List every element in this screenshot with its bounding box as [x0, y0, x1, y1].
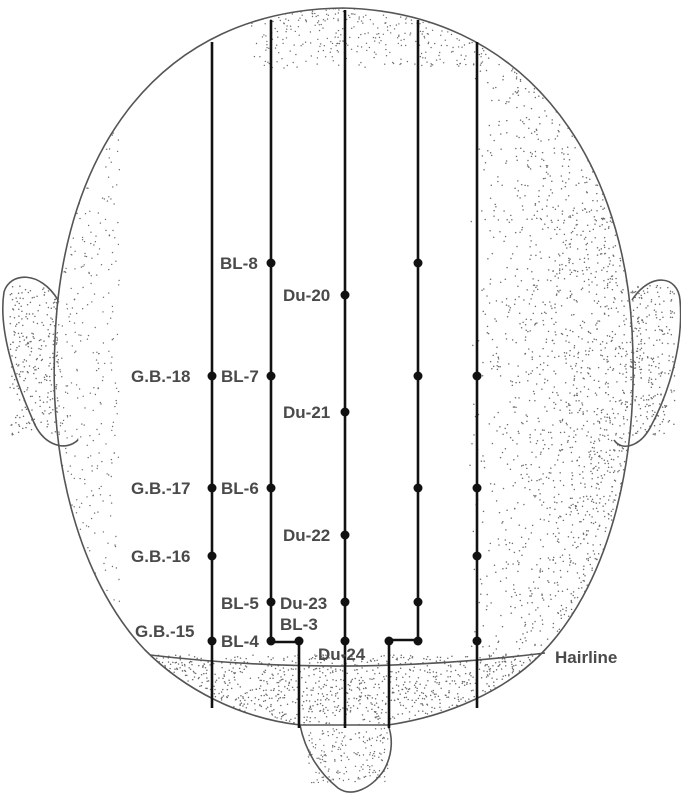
bl-channel-line-right	[389, 20, 418, 728]
point-labels: BL-8 Du-20 G.B.-18 BL-7 Du-21 G.B.-17 BL…	[131, 254, 617, 667]
label-gb-15: G.B.-15	[135, 622, 195, 641]
label-gb-16: G.B.-16	[131, 547, 191, 566]
point-bl-7-right	[414, 372, 423, 381]
label-du-22: Du-22	[283, 526, 330, 545]
label-du-24: Du-24	[318, 645, 366, 664]
point-du-20	[341, 291, 350, 300]
point-bl-3-right	[385, 637, 394, 646]
point-bl-8	[267, 259, 276, 268]
point-bl-5-right	[414, 598, 423, 607]
point-bl-4-right	[414, 637, 423, 646]
label-du-20: Du-20	[283, 286, 330, 305]
point-bl-5	[267, 598, 276, 607]
label-bl-8: BL-8	[220, 254, 258, 273]
point-gb-18-right	[473, 372, 482, 381]
label-bl-5: BL-5	[221, 594, 259, 613]
label-du-23: Du-23	[280, 594, 327, 613]
point-du-22	[341, 531, 350, 540]
point-du-23	[341, 598, 350, 607]
point-bl-6	[267, 484, 276, 493]
label-bl-3: BL-3	[280, 615, 318, 634]
label-bl-4: BL-4	[221, 632, 259, 651]
point-bl-8-right	[414, 259, 423, 268]
point-bl-3	[295, 637, 304, 646]
point-bl-6-right	[414, 484, 423, 493]
label-du-21: Du-21	[283, 403, 330, 422]
point-gb-18	[208, 372, 217, 381]
label-bl-7: BL-7	[221, 367, 259, 386]
point-gb-17	[208, 484, 217, 493]
label-gb-18: G.B.-18	[131, 367, 191, 386]
point-gb-15-right	[473, 637, 482, 646]
point-du-21	[341, 408, 350, 417]
left-ear	[3, 277, 78, 446]
point-bl-4	[267, 637, 276, 646]
label-hairline: Hairline	[555, 648, 617, 667]
point-gb-15	[208, 637, 217, 646]
label-bl-6: BL-6	[221, 479, 259, 498]
point-gb-16-right	[473, 552, 482, 561]
point-bl-7	[267, 372, 276, 381]
point-gb-17-right	[473, 484, 482, 493]
point-gb-16	[208, 552, 217, 561]
right-ear	[614, 280, 681, 446]
label-gb-17: G.B.-17	[131, 479, 191, 498]
